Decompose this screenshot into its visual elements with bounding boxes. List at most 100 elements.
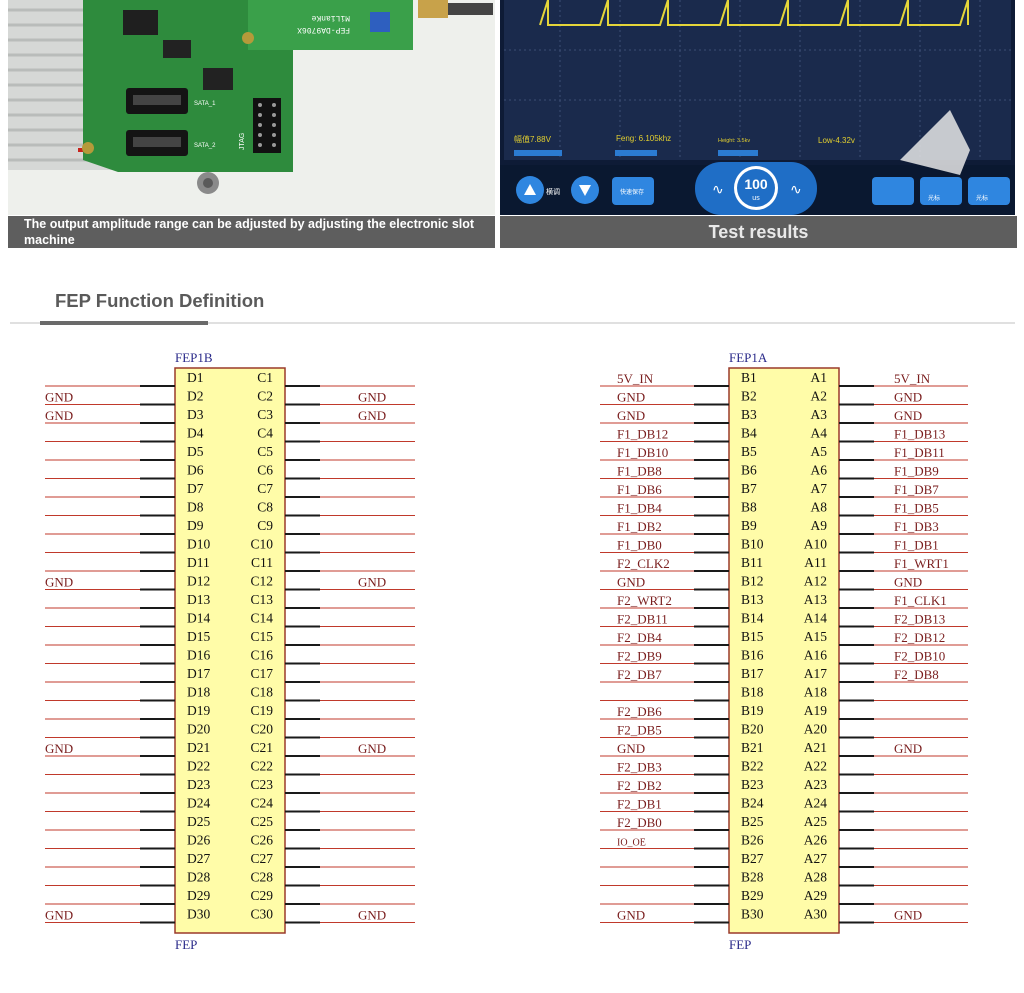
pin-number: D23	[187, 777, 210, 792]
pin-number: A21	[804, 740, 827, 755]
pin-number: A16	[804, 648, 827, 663]
section-title: FEP Function Definition	[55, 290, 265, 311]
net-label: GND	[617, 408, 645, 423]
net-label: F2_DB6	[617, 704, 662, 719]
pin-number: C23	[250, 777, 273, 792]
net-label: GND	[358, 908, 386, 923]
pin-number: B29	[741, 888, 764, 903]
pin-number: B5	[741, 444, 757, 459]
net-label: F2_DB2	[617, 778, 662, 793]
net-label: F1_DB2	[617, 519, 662, 534]
connector-footer-fep1a: FEP	[729, 937, 751, 952]
pin-number: A11	[804, 555, 827, 570]
net-label: F1_DB11	[894, 445, 945, 460]
net-label: F1_WRT1	[894, 556, 949, 571]
net-label: F1_DB10	[617, 445, 668, 460]
net-label: GND	[617, 575, 645, 590]
pin-number: C30	[250, 907, 273, 922]
net-label: GND	[894, 408, 922, 423]
pin-number: C20	[250, 722, 273, 737]
pin-number: D29	[187, 888, 210, 903]
pin-number: B27	[741, 851, 764, 866]
net-label: F2_DB11	[617, 612, 668, 627]
net-label: GND	[894, 741, 922, 756]
net-label: F2_DB9	[617, 649, 662, 664]
pin-number: D13	[187, 592, 210, 607]
net-label: F1_DB0	[617, 538, 662, 553]
net-label: GND	[358, 741, 386, 756]
silk-jtag: JTAG	[239, 133, 246, 150]
pin-number: B15	[741, 629, 764, 644]
pin-number: D27	[187, 851, 210, 866]
pin-number: A1	[811, 370, 828, 385]
pin-number: C11	[251, 555, 273, 570]
pin-number: B10	[741, 537, 764, 552]
pin-number: A7	[811, 481, 828, 496]
wave-left-icon: ∿	[712, 182, 724, 198]
timebase-unit: us	[752, 195, 760, 202]
cursor-label-2: 光标	[976, 194, 988, 202]
pin-number: B6	[741, 463, 757, 478]
net-label: F2_DB4	[617, 630, 662, 645]
net-label: F2_DB10	[894, 649, 945, 664]
pin-number: A26	[804, 833, 827, 848]
pin-number: A25	[804, 814, 827, 829]
pin-number: D26	[187, 833, 210, 848]
pin-number: D17	[187, 666, 210, 681]
pin-number: D8	[187, 500, 204, 515]
pin-number: B22	[741, 759, 764, 774]
net-label: F1_DB3	[894, 519, 939, 534]
pin-number: A8	[811, 500, 828, 515]
pin-number: A17	[804, 666, 827, 681]
pin-number: B30	[741, 907, 764, 922]
pin-number: C14	[250, 611, 273, 626]
pin-number: C15	[250, 629, 273, 644]
net-label: GND	[45, 575, 73, 590]
pin-number: C9	[257, 518, 273, 533]
pin-number: D12	[187, 574, 210, 589]
pin-number: A29	[804, 888, 827, 903]
pin-number: D7	[187, 481, 204, 496]
pin-number: D28	[187, 870, 210, 885]
pin-number: A5	[811, 444, 828, 459]
pin-number: C6	[257, 463, 273, 478]
section-underline	[40, 321, 208, 325]
pin-number: C18	[250, 685, 273, 700]
pin-number: A9	[811, 518, 828, 533]
pin-number: B28	[741, 870, 764, 885]
pin-number: D21	[187, 740, 210, 755]
net-label: F2_DB3	[617, 760, 662, 775]
net-label: F2_DB7	[617, 667, 662, 682]
pin-number: A24	[804, 796, 827, 811]
pin-number: D5	[187, 444, 204, 459]
pin-number: B11	[741, 555, 763, 570]
pin-number: A14	[804, 611, 827, 626]
net-label: F2_DB8	[894, 667, 939, 682]
net-label: IO_OE	[617, 838, 646, 849]
pin-number: C16	[250, 648, 273, 663]
pin-number: C29	[250, 888, 273, 903]
pin-number: D30	[187, 907, 210, 922]
net-label: GND	[358, 575, 386, 590]
pin-number: D18	[187, 685, 210, 700]
pin-number: C22	[250, 759, 273, 774]
caption-left: The output amplitude range can be adjust…	[8, 216, 495, 248]
pin-number: B25	[741, 814, 764, 829]
net-label: GND	[358, 390, 386, 405]
frequency-readout: Feng: 6.105khz	[616, 134, 671, 143]
connector-body-fep1a	[728, 367, 840, 934]
pin-number: A6	[811, 463, 828, 478]
pin-number: C2	[257, 389, 273, 404]
net-label: F1_DB1	[894, 538, 939, 553]
pin-number: B24	[741, 796, 764, 811]
quick-save-label: 快速保存	[620, 188, 644, 196]
pin-number: B26	[741, 833, 764, 848]
pin-number: B13	[741, 592, 764, 607]
net-label: F1_DB7	[894, 482, 939, 497]
pin-number: C25	[250, 814, 273, 829]
pin-number: C19	[250, 703, 273, 718]
connector-name-fep1a: FEP1A	[729, 350, 768, 365]
pin-number: B9	[741, 518, 757, 533]
pin-number: C27	[250, 851, 273, 866]
